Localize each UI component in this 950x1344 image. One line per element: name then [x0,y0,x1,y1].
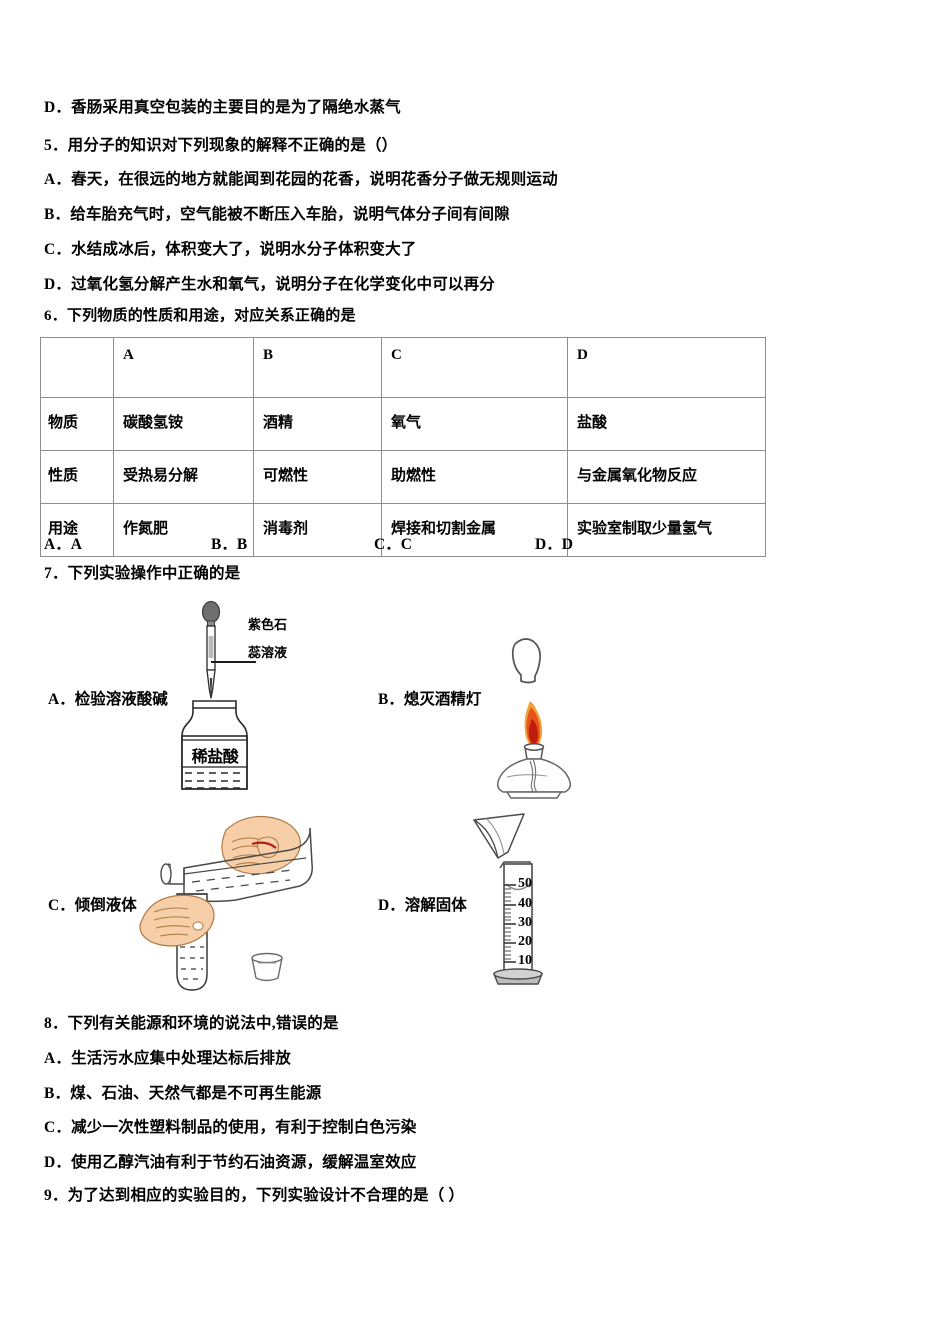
q8-option-d: D．使用乙醇汽油有利于节约石油资源，缓解温室效应 [44,1154,417,1171]
row-label-substance: 物质 [40,397,114,451]
cell-use-d: 实验室制取少量氢气 [567,503,766,557]
cell-property-c: 助燃性 [381,450,568,504]
q7-option-b-label: B．熄灭酒精灯 [378,691,482,708]
table-row: 物质 碳酸氢铵 酒精 氧气 盐酸 [40,397,766,451]
q5-option-c: C．水结成冰后，体积变大了，说明水分子体积变大了 [44,241,417,258]
figure-pour-liquid [139,808,340,998]
table-header-c: C [381,337,568,398]
q7-option-c-label: C．倾倒液体 [48,897,137,914]
dropper-icon [201,600,221,699]
q7-option-d-label: D．溶解固体 [378,897,467,914]
q8-stem: 8．下列有关能源和环境的说法中,错误的是 [44,1015,339,1032]
q8-option-b: B．煤、石油、天然气都是不可再生能源 [44,1085,322,1102]
graduated-cylinder-icon [492,861,544,985]
table-header-row: A B C D [40,337,766,398]
scale-major-ticks [504,884,516,963]
bottle-label-text: 稀盐酸 [191,749,239,766]
table-header-d: D [567,337,766,398]
cell-property-b: 可燃性 [253,450,382,504]
lamp-cap-icon [511,638,541,684]
alcohol-lamp-icon [496,743,572,799]
figure-dissolve-solid: 50 40 30 20 10 [468,812,608,997]
q6-answer-d: D．D [535,536,573,553]
cell-property-a: 受热易分解 [113,450,254,504]
q5-option-a: A．春天，在很远的地方就能闻到花园的花香，说明花香分子做无规则运动 [44,171,558,188]
q6-answer-c: C．C [374,536,412,553]
q4-option-d: D．香肠采用真空包装的主要目的是为了隔绝水蒸气 [44,99,401,116]
tube-liquid-dashes [180,946,204,980]
q5-stem: 5．用分子的知识对下列现象的解释不正确的是（） [44,137,398,154]
cell-use-a: 作氮肥 [113,503,254,557]
cell-substance-c: 氧气 [381,397,568,451]
q8-option-c: C．减少一次性塑料制品的使用，有利于控制白色污染 [44,1119,417,1136]
litmus-annotation-line2: 蕊溶液 [248,645,288,660]
row-label-use: 用途 [40,503,114,557]
table-row: 用途 作氮肥 消毒剂 焊接和切割金属 实验室制取少量氢气 [40,503,766,557]
q5-option-d: D．过氧化氢分解产生水和氧气，说明分子在化学变化中可以再分 [44,276,495,293]
q5-option-b: B．给车胎充气时，空气能被不断压入车胎，说明气体分子间有间隙 [44,206,510,223]
q6-stem: 6．下列物质的性质和用途，对应关系正确的是 [44,308,356,324]
properties-uses-table: A B C D 物质 碳酸氢铵 酒精 氧气 盐酸 性质 受热易分解 可燃性 助燃… [40,337,766,557]
scale-label-30: 30 [518,915,532,930]
table-header-b: B [253,337,382,398]
scale-label-20: 20 [518,934,532,949]
q9-stem: 9．为了达到相应的实验目的，下列实验设计不合理的是（ ） [44,1187,465,1204]
stopper-icon [251,952,283,982]
litmus-annotation-line1: 紫色石 [248,617,288,632]
scale-minor-ticks [504,888,511,960]
figure-extinguish-lamp [485,635,625,799]
folded-paper-icon [473,813,525,859]
table-corner-cell [40,337,114,398]
row-label-property: 性质 [40,450,114,504]
q7-option-a-label: A．检验溶液酸碱 [48,691,168,708]
q6-answer-b: B．B [211,536,248,553]
figure-check-acidity: 稀盐酸 [160,600,300,800]
table-header-a: A [113,337,254,398]
scale-label-50: 50 [518,876,532,891]
q8-option-a: A．生活污水应集中处理达标后排放 [44,1050,291,1067]
scale-label-10: 10 [518,953,532,968]
liquid-dashes [191,869,293,892]
reagent-bottle-icon [181,700,248,790]
cell-property-d: 与金属氧化物反应 [567,450,766,504]
q7-stem: 7．下列实验操作中正确的是 [44,565,241,582]
cell-substance-d: 盐酸 [567,397,766,451]
hand-icon [139,894,215,947]
liquid-dashes [185,772,244,789]
hand-icon [221,815,301,875]
q6-answer-row: A．A B．B C．C D．D [0,532,950,553]
cell-substance-a: 碳酸氢铵 [113,397,254,451]
scale-label-40: 40 [518,896,532,911]
table-row: 性质 受热易分解 可燃性 助燃性 与金属氧化物反应 [40,450,766,504]
flame-icon [524,701,543,749]
wick-icon [529,758,538,794]
cell-use-c: 焊接和切割金属 [381,503,568,557]
cell-substance-b: 酒精 [253,397,382,451]
q6-answer-a: A．A [44,536,82,553]
